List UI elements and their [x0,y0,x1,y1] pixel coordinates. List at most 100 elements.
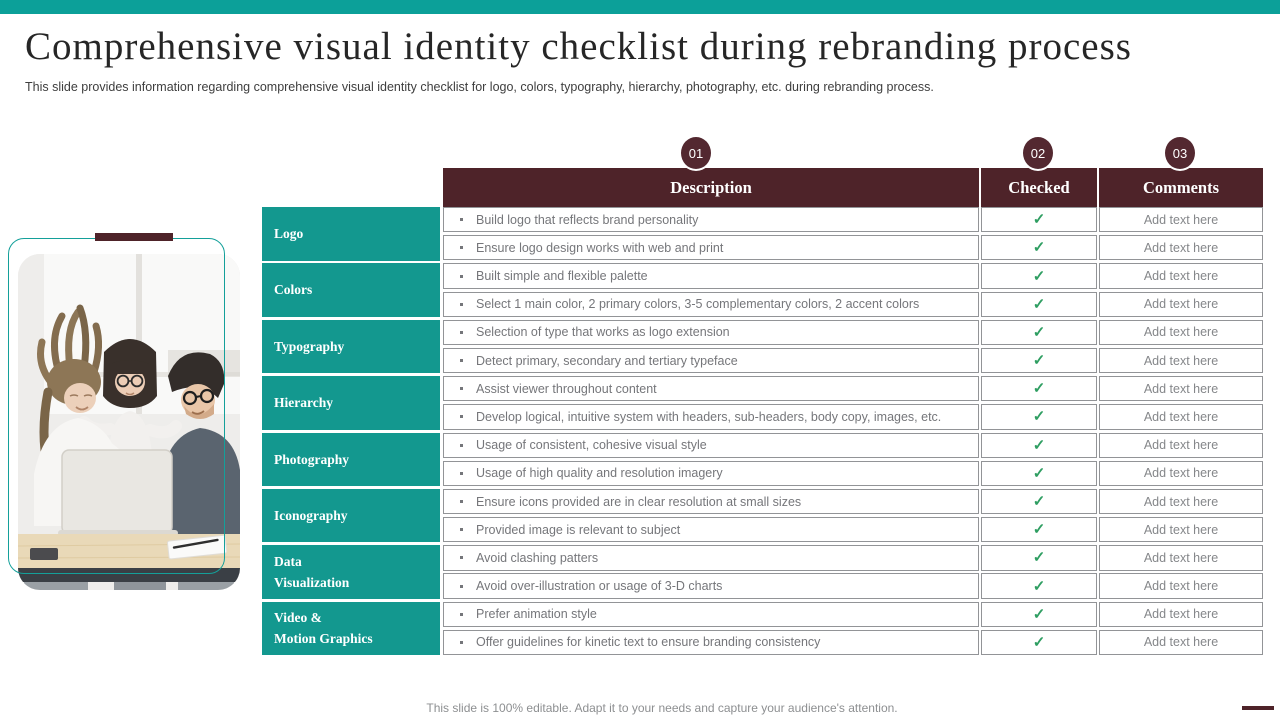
column-number-badge-02: 02 [1021,135,1055,171]
table-row: Select 1 main color, 2 primary colors, 3… [443,291,1263,317]
description-cell: Ensure logo design works with web and pr… [443,235,979,261]
table-row: Ensure logo design works with web and pr… [443,235,1263,261]
table-row: Build logo that reflects brand personali… [443,207,1263,233]
category-cell: Iconography [262,488,440,543]
category-cell: Logo [262,207,440,261]
checked-cell: ✓ [981,545,1097,571]
checked-cell: ✓ [981,376,1097,402]
photo-accent-bar [95,233,173,241]
bullet-icon [460,443,463,447]
comment-placeholder-cell[interactable]: Add text here [1099,629,1263,656]
checkmark-icon[interactable]: ✓ [1032,380,1046,398]
description-text: Prefer animation style [476,607,597,622]
comment-placeholder-cell[interactable]: Add text here [1099,460,1263,486]
comment-placeholder-cell[interactable]: Add text here [1099,488,1263,515]
comment-placeholder-cell[interactable]: Add text here [1099,601,1263,627]
corner-accent-bar [1242,706,1274,710]
comment-placeholder-cell[interactable]: Add text here [1099,319,1263,346]
comment-placeholder-cell[interactable]: Add text here [1099,347,1263,374]
comment-placeholder-cell[interactable]: Add text here [1099,291,1263,317]
comment-placeholder-cell[interactable]: Add text here [1099,207,1263,233]
bullet-icon [460,640,463,644]
description-cell: Usage of consistent, cohesive visual sty… [443,432,979,458]
table-header-row: Description Checked Comments [443,168,1263,207]
checked-cell: ✓ [981,235,1097,261]
description-text: Develop logical, intuitive system with h… [476,409,942,424]
checked-cell: ✓ [981,460,1097,486]
bullet-icon [460,415,463,419]
description-cell: Selection of type that works as logo ext… [443,319,979,346]
checked-cell: ✓ [981,517,1097,543]
checked-cell: ✓ [981,319,1097,346]
checkmark-icon[interactable]: ✓ [1032,408,1046,426]
person-right [140,352,240,564]
description-cell: Usage of high quality and resolution ima… [443,460,979,486]
page-title: Comprehensive visual identity checklist … [25,25,1132,68]
column-header-description: Description [443,168,979,207]
checkmark-icon[interactable]: ✓ [1032,295,1046,313]
checkmark-icon[interactable]: ✓ [1032,323,1046,341]
table-row: Offer guidelines for kinetic text to ens… [443,629,1263,656]
checkmark-icon[interactable]: ✓ [1032,605,1046,623]
table-row: Provided image is relevant to subject✓Ad… [443,517,1263,543]
checked-cell: ✓ [981,404,1097,430]
description-cell: Detect primary, secondary and tertiary t… [443,347,979,374]
bullet-icon [460,274,463,278]
bullet-icon [460,246,463,250]
checked-cell: ✓ [981,629,1097,656]
legs [24,582,234,590]
bullet-icon [460,528,463,532]
column-header-checked: Checked [981,168,1097,207]
description-text: Assist viewer throughout content [476,381,657,396]
table-row: Built simple and flexible palette ✓ Add te… [443,263,1263,289]
description-text: Select 1 main color, 2 primary colors, 3… [476,297,920,312]
category-cell: Hierarchy [262,376,440,430]
bullet-icon [460,218,463,222]
bullet-icon [460,471,463,475]
checkmark-icon[interactable]: ✓ [1032,464,1046,482]
description-text: Avoid over-illustration or usage of 3-D … [476,579,723,594]
description-text: Avoid clashing patters [476,550,599,565]
table-row: Usage of consistent, cohesive visual sty… [443,432,1263,458]
comment-placeholder-cell[interactable]: Add text here [1099,404,1263,430]
description-text: Ensure icons provided are in clear resol… [476,494,802,509]
checkmark-icon[interactable]: ✓ [1032,267,1046,285]
description-cell: Prefer animation style [443,601,979,627]
comment-placeholder-cell[interactable]: Add text here [1099,263,1263,289]
checkmark-icon[interactable]: ✓ [1032,211,1046,229]
checkmark-icon[interactable]: ✓ [1032,521,1046,539]
comment-placeholder-cell[interactable]: Add text here [1099,545,1263,571]
comment-placeholder-cell[interactable]: Add text here [1099,573,1263,599]
checkmark-icon[interactable]: ✓ [1032,436,1046,454]
checkmark-icon[interactable]: ✓ [1032,493,1046,511]
table-body: Build logo that reflects brand personali… [443,207,1263,656]
bullet-icon [460,556,463,560]
description-cell: Built simple and flexible palette [443,263,979,289]
bullet-icon [460,612,463,616]
checked-cell: ✓ [981,207,1097,233]
checkmark-icon[interactable]: ✓ [1032,633,1046,651]
comment-placeholder-cell[interactable]: Add text here [1099,432,1263,458]
table-row: Avoid clashing patters ✓ Add text here [443,545,1263,571]
description-text: Detect primary, secondary and tertiary t… [476,353,738,368]
description-cell: Offer guidelines for kinetic text to ens… [443,629,979,656]
checkmark-icon[interactable]: ✓ [1032,549,1046,567]
comment-placeholder-cell[interactable]: Add text here [1099,235,1263,261]
comment-placeholder-cell[interactable]: Add text here [1099,517,1263,543]
bullet-icon [460,387,463,391]
table-row: Selection of type that works as logo ext… [443,319,1263,346]
bullet-icon [460,330,463,334]
team-photo [18,254,240,590]
checkmark-icon[interactable]: ✓ [1032,352,1046,370]
table-row: Assist viewer throughout content ✓ Add tex… [443,376,1263,402]
checked-cell: ✓ [981,347,1097,374]
description-text: Usage of consistent, cohesive visual sty… [476,438,707,453]
checked-cell: ✓ [981,573,1097,599]
category-cell: Video & Motion Graphics [262,601,440,656]
category-cell: Colors [262,263,440,317]
category-cell: Data Visualization [262,545,440,599]
comment-placeholder-cell[interactable]: Add text here [1099,376,1263,402]
checkmark-icon[interactable]: ✓ [1032,239,1046,257]
checkmark-icon[interactable]: ✓ [1032,577,1046,595]
